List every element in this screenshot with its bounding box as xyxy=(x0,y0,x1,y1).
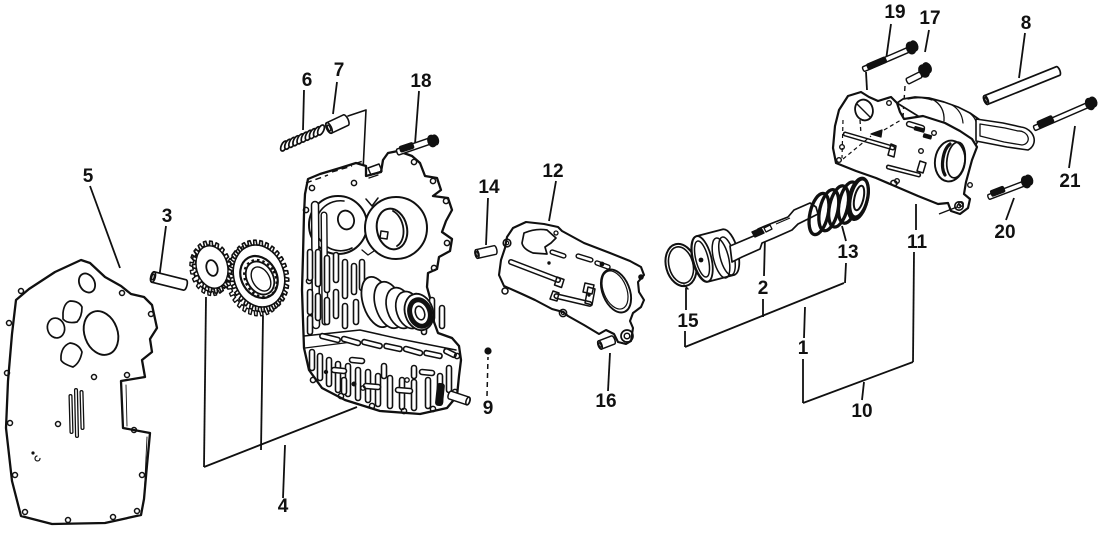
svg-text:13: 13 xyxy=(837,242,858,263)
svg-text:4: 4 xyxy=(278,496,289,517)
svg-text:20: 20 xyxy=(994,222,1015,243)
svg-text:2: 2 xyxy=(758,278,769,299)
svg-text:1: 1 xyxy=(798,338,809,359)
svg-text:21: 21 xyxy=(1059,171,1081,192)
svg-text:18: 18 xyxy=(410,71,431,92)
svg-text:3: 3 xyxy=(162,206,173,227)
svg-text:12: 12 xyxy=(542,161,563,182)
svg-text:10: 10 xyxy=(851,401,872,422)
svg-text:11: 11 xyxy=(907,232,928,253)
svg-text:15: 15 xyxy=(677,311,699,332)
svg-text:16: 16 xyxy=(595,391,616,412)
svg-text:9: 9 xyxy=(483,398,494,419)
svg-text:5: 5 xyxy=(83,166,94,187)
svg-text:8: 8 xyxy=(1021,13,1032,34)
svg-text:14: 14 xyxy=(478,177,500,198)
svg-text:19: 19 xyxy=(884,2,905,23)
svg-text:17: 17 xyxy=(919,8,940,29)
svg-text:6: 6 xyxy=(302,70,313,91)
svg-text:7: 7 xyxy=(334,60,345,81)
